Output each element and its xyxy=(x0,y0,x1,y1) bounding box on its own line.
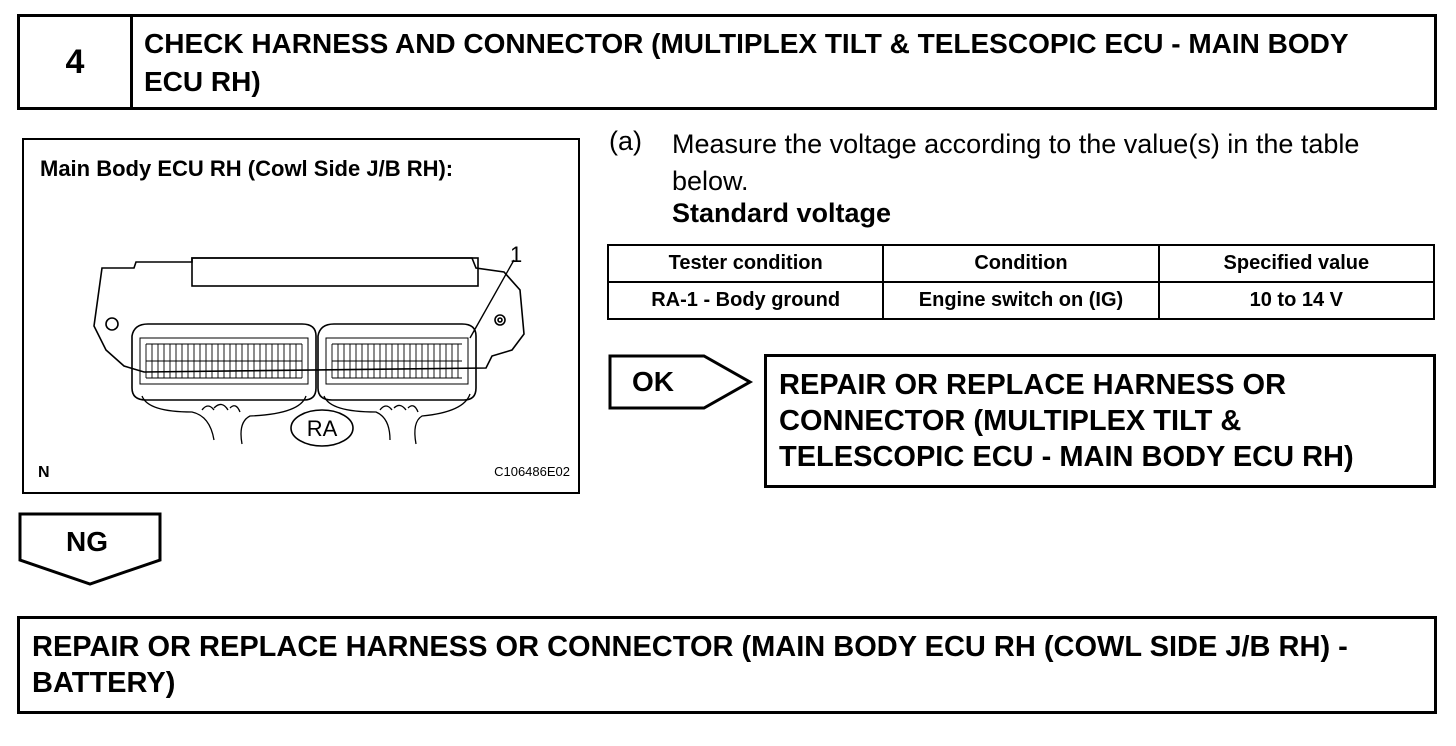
cell-tester-condition: RA-1 - Body ground xyxy=(606,281,885,320)
instruction-label: (a) xyxy=(609,126,642,156)
step-title: CHECK HARNESS AND CONNECTOR (MULTIPLEX T… xyxy=(144,28,1349,97)
instruction-text: Measure the voltage according to the val… xyxy=(672,129,1360,196)
cell-condition: Engine switch on (IG) xyxy=(882,281,1160,320)
ecu-connector-drawing: 1 RA xyxy=(93,242,525,447)
connector-ra-badge xyxy=(290,409,354,447)
ok-label: OK xyxy=(632,366,674,397)
ng-arrow-icon xyxy=(18,512,162,586)
figure-corner-label: N xyxy=(38,464,50,481)
step-header: 4 CHECK HARNESS AND CONNECTOR (MULTIPLEX… xyxy=(17,14,1437,110)
standard-voltage-table: Tester condition Condition Specified val… xyxy=(606,244,1436,320)
header-condition: Condition xyxy=(882,244,1160,283)
figure-id: C106486E02 xyxy=(494,464,570,479)
header-specified-value: Specified value xyxy=(1157,244,1436,283)
table-row: RA-1 - Body ground Engine switch on (IG)… xyxy=(606,281,1436,320)
connector-figure: Main Body ECU RH (Cowl Side J/B RH): xyxy=(22,138,580,494)
ok-result-box: REPAIR OR REPLACE HARNESS OR CONNECTOR (… xyxy=(764,354,1436,488)
ng-result-text: REPAIR OR REPLACE HARNESS OR CONNECTOR (… xyxy=(32,631,1348,699)
figure-caption: Main Body ECU RH (Cowl Side J/B RH): xyxy=(40,156,454,181)
ng-label: NG xyxy=(66,526,108,557)
ok-arrow-icon xyxy=(608,354,754,410)
header-tester-condition: Tester condition xyxy=(606,244,885,283)
cell-specified-value: 10 to 14 V xyxy=(1157,281,1436,320)
ok-result-text: REPAIR OR REPLACE HARNESS OR CONNECTOR (… xyxy=(779,369,1354,473)
instruction-subheading: Standard voltage xyxy=(672,198,892,228)
connector-ra-label: RA xyxy=(307,416,338,441)
ng-result-box: REPAIR OR REPLACE HARNESS OR CONNECTOR (… xyxy=(17,616,1437,714)
step-number: 4 xyxy=(20,17,133,107)
pin-1-label: 1 xyxy=(510,242,522,267)
table-header-row: Tester condition Condition Specified val… xyxy=(606,244,1436,283)
